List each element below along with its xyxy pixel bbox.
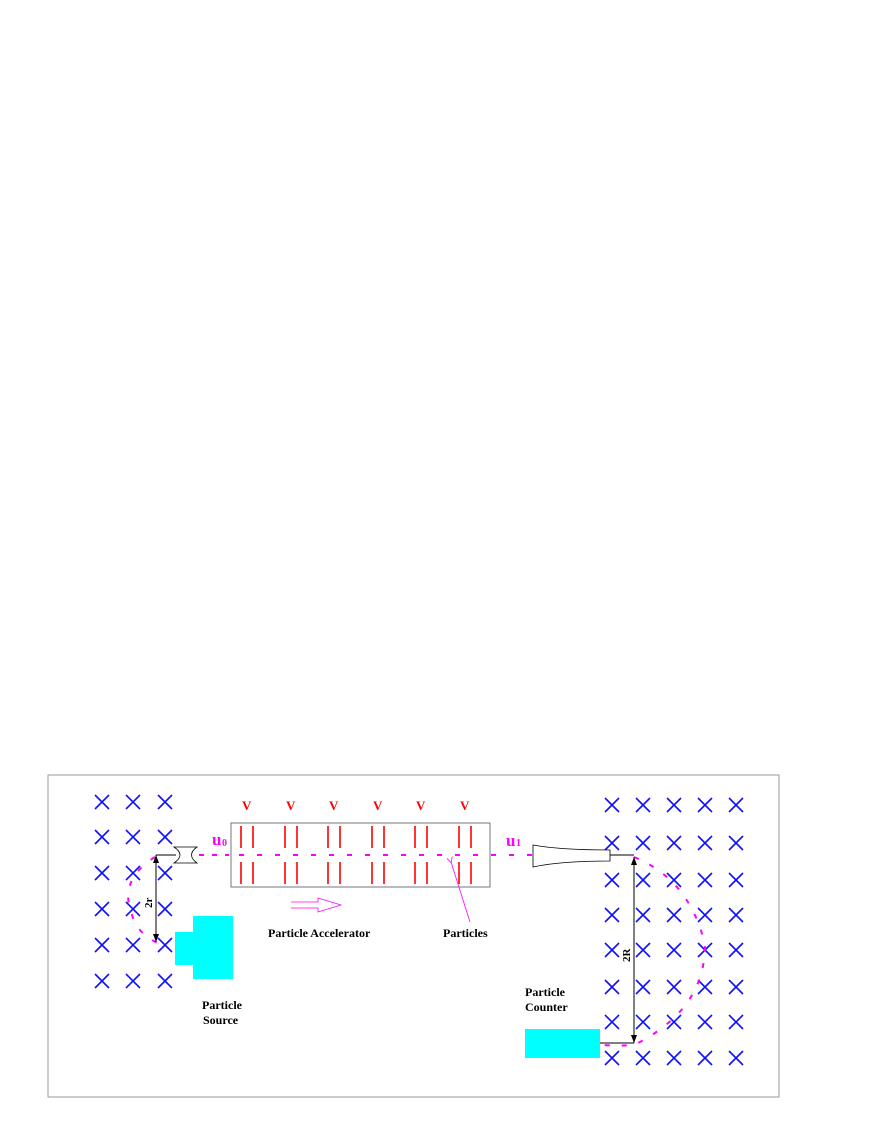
particle-source-label-1: Particle: [202, 998, 243, 1012]
small-radius-arrow-bottom: [153, 934, 159, 942]
field-into-page-mark: [666, 942, 682, 958]
u1-label: u: [506, 831, 515, 850]
field-into-page-mark: [728, 942, 744, 958]
field-into-page-mark: [157, 973, 173, 989]
voltage-label: V: [329, 798, 339, 813]
particle-counter: [525, 1029, 600, 1058]
field-into-page-mark: [635, 835, 651, 851]
field-into-page-mark: [157, 901, 173, 917]
field-into-page-mark: [125, 973, 141, 989]
voltage-label: V: [242, 798, 252, 813]
field-into-page-mark: [94, 829, 110, 845]
field-into-page-mark: [666, 979, 682, 995]
small-radius-label: 2r: [143, 898, 155, 909]
field-into-page-mark: [125, 937, 141, 953]
field-into-page-mark: [94, 794, 110, 810]
field-into-page-mark: [125, 901, 141, 917]
field-into-page-mark: [697, 835, 713, 851]
field-into-page-mark: [635, 979, 651, 995]
particle-source: [175, 916, 233, 979]
u0-subscript: 0: [222, 838, 227, 849]
field-into-page-mark: [728, 1050, 744, 1066]
field-into-page-mark: [666, 1050, 682, 1066]
field-into-page-mark: [157, 794, 173, 810]
field-into-page-mark: [157, 829, 173, 845]
u1-subscript: 1: [516, 838, 521, 849]
accelerator-plates: [240, 826, 472, 884]
field-into-page-mark: [728, 907, 744, 923]
particles-pointer: [451, 862, 471, 923]
field-into-page-mark: [666, 907, 682, 923]
field-into-page-mark: [697, 1014, 713, 1030]
field-into-page-mark: [94, 901, 110, 917]
field-into-page-mark: [125, 865, 141, 881]
small-radius-arrow-top: [153, 855, 159, 863]
field-into-page-mark: [604, 907, 620, 923]
large-circular-path: [603, 856, 707, 1047]
field-into-page-mark: [604, 1014, 620, 1030]
small-circular-path: [127, 856, 161, 945]
field-into-page-mark: [697, 1050, 713, 1066]
field-into-page-mark: [635, 1050, 651, 1066]
field-into-page-mark: [635, 872, 651, 888]
field-into-page-mark: [666, 797, 682, 813]
field-into-page-mark: [94, 973, 110, 989]
accelerator-tube: [230, 822, 491, 888]
field-into-page-mark: [604, 942, 620, 958]
field-into-page-mark: [157, 865, 173, 881]
particles-label: Particles: [443, 926, 488, 940]
large-radius-label: 2R: [621, 948, 633, 963]
field-into-page-mark: [94, 937, 110, 953]
field-into-page-mark: [125, 794, 141, 810]
particle-counter-label-1: Particle: [525, 985, 566, 999]
particle-counter-label-2: Counter: [525, 1000, 568, 1014]
field-into-page-mark: [94, 865, 110, 881]
field-into-page-mark: [635, 1014, 651, 1030]
field-into-page-mark: [697, 872, 713, 888]
voltage-label: V: [373, 798, 383, 813]
field-into-page-mark: [604, 979, 620, 995]
field-into-page-mark: [728, 1014, 744, 1030]
field-into-page-mark: [728, 797, 744, 813]
accelerator-label: Particle Accelerator: [268, 926, 371, 940]
direction-arrow: [291, 897, 343, 913]
large-radius-arrow-top: [631, 857, 637, 865]
field-into-page-mark: [666, 872, 682, 888]
field-into-page-mark: [604, 835, 620, 851]
field-into-page-mark: [697, 907, 713, 923]
particle-source-label-2: Source: [203, 1013, 239, 1027]
source-nozzle: [172, 846, 199, 864]
field-into-page-mark: [666, 1014, 682, 1030]
field-into-page-mark: [666, 835, 682, 851]
exit-nozzle: [532, 844, 611, 868]
field-into-page-mark: [157, 937, 173, 953]
large-radius-arrow-bottom: [631, 1035, 637, 1043]
field-into-page-mark: [728, 979, 744, 995]
field-into-page-mark: [635, 797, 651, 813]
voltage-label: V: [460, 798, 470, 813]
field-into-page-mark: [125, 829, 141, 845]
field-into-page-mark: [697, 979, 713, 995]
diagram-frame: [47, 774, 780, 1098]
u0-label: u: [212, 830, 221, 849]
field-into-page-mark: [604, 1050, 620, 1066]
field-into-page-mark: [697, 797, 713, 813]
voltage-label: V: [286, 798, 296, 813]
field-into-page-mark: [604, 872, 620, 888]
right-magnetic-field: [604, 797, 744, 1066]
field-into-page-mark: [635, 942, 651, 958]
field-into-page-mark: [728, 835, 744, 851]
field-into-page-mark: [728, 872, 744, 888]
voltage-label: V: [416, 798, 426, 813]
field-into-page-mark: [604, 797, 620, 813]
field-into-page-mark: [635, 907, 651, 923]
left-magnetic-field: [94, 794, 173, 989]
